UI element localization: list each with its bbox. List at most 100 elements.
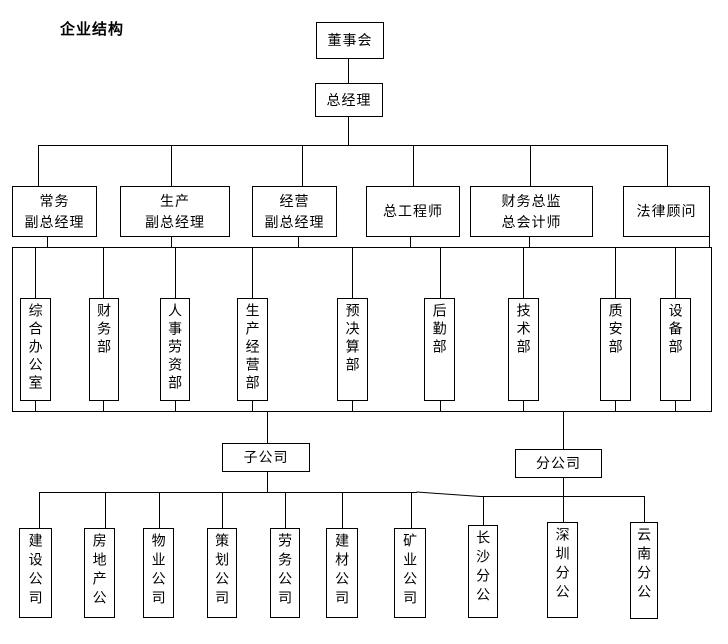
node-dept-general-office: 综合办公室 [20,298,51,401]
connector-line [615,400,616,412]
node-label: 经营 副总经理 [264,193,325,230]
node-building-materials-co: 建材公司 [326,528,358,618]
node-label: 董事会 [327,32,373,49]
connector-line [563,478,564,496]
node-shenzhen-branch: 深圳分公 [547,522,578,618]
node-label: 建材公司 [334,533,351,609]
connector-line [410,237,411,247]
connector-slant-line [416,491,481,497]
node-label: 劳务公司 [277,533,294,609]
node-dept-production-operations: 生产经营部 [237,298,268,401]
node-dept-hr-labor: 人事劳资部 [160,298,190,401]
node-label: 生产 副总经理 [145,193,205,230]
node-label: 矿业公司 [402,533,419,609]
connector-line [39,492,40,528]
node-label: 子公司 [243,449,289,466]
node-branches-group: 分公司 [515,449,602,478]
node-deputy-gm-production: 生产 副总经理 [120,186,230,237]
connector-line [285,492,286,528]
connector-line [615,247,616,298]
connector-line [523,247,524,298]
node-label: 生产经营部 [244,303,261,393]
node-label: 预决算部 [344,303,361,375]
connector-line [267,412,268,443]
node-changsha-branch: 长沙分公 [468,525,498,618]
connector-line [413,145,414,186]
node-label: 建设公司 [27,533,44,609]
connector-line [348,59,349,83]
node-label: 分公司 [536,455,581,472]
connector-line [171,145,172,186]
connector-line [352,400,353,412]
connector-line [529,237,530,247]
node-label: 总工程师 [383,203,443,220]
connector-line [667,145,668,186]
connector-line [252,247,253,298]
node-property-mgmt-co: 物业公司 [143,528,174,618]
node-dept-equipment: 设备部 [660,298,691,401]
connector-line [440,247,441,298]
connector-line [252,400,253,412]
page-title: 企业结构 [60,21,125,38]
connector-line [675,400,676,412]
connector-line [644,496,645,522]
node-mining-co: 矿业公司 [394,528,426,618]
node-subsidiaries-group: 子公司 [222,443,310,472]
node-general-manager: 总经理 [315,83,383,117]
connector-line [103,247,104,298]
node-real-estate-co: 房地产公 [84,528,115,618]
departments-enclosure [12,247,712,412]
connector-line [563,412,564,449]
connector-line [103,400,104,412]
node-deputy-gm-operations: 经营 副总经理 [252,186,337,237]
connector-line [38,145,668,146]
connector-line [35,400,36,412]
connector-line [348,117,349,146]
connector-line [352,247,353,298]
node-label: 人事劳资部 [167,303,184,393]
connector-line [175,247,176,298]
node-dept-finance: 财务部 [89,298,119,401]
connector-line [38,145,39,186]
node-label: 深圳分公 [554,527,571,603]
node-chief-engineer: 总工程师 [366,186,460,237]
node-dept-quality-safety: 质安部 [600,298,631,401]
node-label: 云南分公 [636,527,653,603]
connector-line [675,247,676,298]
node-deputy-gm-executive: 常务 副总经理 [12,186,97,237]
connector-line [440,400,441,412]
connector-line [222,492,223,528]
node-label: 物业公司 [150,533,167,609]
connector-line [523,400,524,412]
connector-line [709,237,710,247]
node-label: 后勤部 [431,303,448,357]
node-label: 总经理 [326,91,372,108]
connector-line [105,492,106,528]
node-label: 财务部 [96,303,113,357]
node-cfo-chief-accountant: 财务总监 总会计师 [470,186,593,237]
connector-line [171,237,172,247]
connector-line [267,472,268,492]
node-label: 法律顾问 [636,203,697,220]
node-board-of-directors: 董事会 [316,22,384,59]
node-construction-co: 建设公司 [19,528,52,618]
node-label: 房地产公 [91,533,108,609]
node-yunnan-branch: 云南分公 [630,522,658,619]
connector-line [39,492,417,493]
node-label: 质安部 [607,303,624,357]
connector-line [483,496,484,525]
node-label: 设备部 [667,303,684,357]
node-dept-technology: 技术部 [508,298,539,401]
node-label: 长沙分公 [475,530,492,606]
connector-line [411,492,412,528]
node-planning-co: 策划公司 [207,528,237,618]
connector-line [530,145,531,186]
connector-line [480,496,645,497]
node-legal-counsel: 法律顾问 [623,186,710,237]
connector-line [563,496,564,522]
node-dept-logistics: 后勤部 [424,298,455,401]
connector-line [175,400,176,412]
node-label: 财务总监 总会计师 [501,193,562,230]
connector-line [302,145,303,186]
